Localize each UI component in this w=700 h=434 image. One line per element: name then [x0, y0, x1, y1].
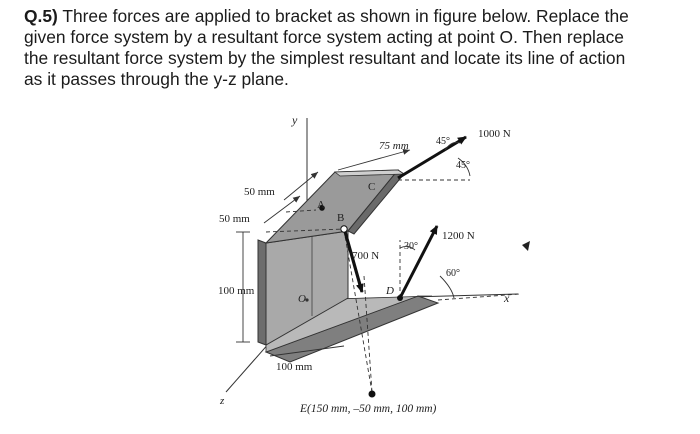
point-B-dot — [340, 225, 348, 233]
dim-50-side-label: 50 mm — [219, 213, 250, 225]
construction-lines — [265, 179, 521, 393]
vertical-plate-side — [257, 239, 267, 346]
dim-50-side-line — [263, 195, 301, 224]
point-C-label: C — [368, 181, 375, 193]
point-E-label: E(150 mm, –50 mm, 100 mm) — [299, 403, 437, 415]
dim-50-top-label: 50 mm — [244, 186, 275, 198]
bracket-body — [257, 169, 440, 363]
dim-75-line — [337, 148, 411, 171]
dim-100-horiz-line — [269, 345, 345, 357]
point-D-label: D — [385, 285, 394, 297]
question-line-3: the resultant force system by the simple… — [24, 48, 626, 68]
question-number: Q.5) — [24, 6, 58, 26]
point-D-dot — [397, 295, 403, 301]
force-1200-label: 1200 N — [442, 230, 475, 242]
dim-100-vert-label: 100 mm — [218, 285, 255, 297]
force-1200-arrow — [398, 225, 439, 299]
angle-45-label-a: 45° — [436, 136, 450, 147]
force-1000-label: 1000 N — [478, 128, 511, 140]
question-line-4: as it passes through the y-z plane. — [24, 69, 289, 89]
point-A-label: A — [317, 199, 325, 211]
bracket-figure: y x z 75 mm 50 mm 50 mm 100 mm 100 mm 10… — [0, 98, 700, 434]
pointer-arrow-icon — [522, 241, 530, 251]
point-O-dot — [305, 298, 309, 302]
point-O-label: O — [298, 293, 306, 305]
angle-45-arc-b — [457, 157, 471, 177]
dim-100-horiz-label: 100 mm — [276, 361, 313, 373]
point-A-dot — [319, 205, 325, 211]
y-axis-label: y — [291, 113, 298, 127]
dim-75-label: 75 mm — [379, 140, 409, 152]
question-line-2: given force system by a resultant force … — [24, 27, 624, 47]
point-E-dot — [368, 390, 376, 398]
dim-50-top-line — [283, 171, 319, 201]
angle-30-arc — [399, 245, 416, 251]
angle-60-arc — [439, 275, 455, 299]
force-1000-arrow — [397, 135, 467, 180]
dimension-lines — [236, 148, 411, 357]
force-700-arrow — [342, 227, 364, 293]
x-axis-label: x — [503, 291, 510, 305]
z-axis-label: z — [219, 395, 225, 407]
question-text: Q.5) Three forces are applied to bracket… — [24, 6, 684, 90]
point-B-label: B — [337, 212, 344, 224]
force-700-label: 700 N — [352, 250, 379, 262]
angle-45-label-b: 45° — [456, 160, 470, 171]
angle-45-arc-a — [444, 141, 461, 151]
angle-30-label: 30° — [404, 241, 418, 252]
angle-60-label: 60° — [446, 268, 460, 279]
question-line-1: Q.5) Three forces are applied to bracket… — [24, 6, 629, 26]
